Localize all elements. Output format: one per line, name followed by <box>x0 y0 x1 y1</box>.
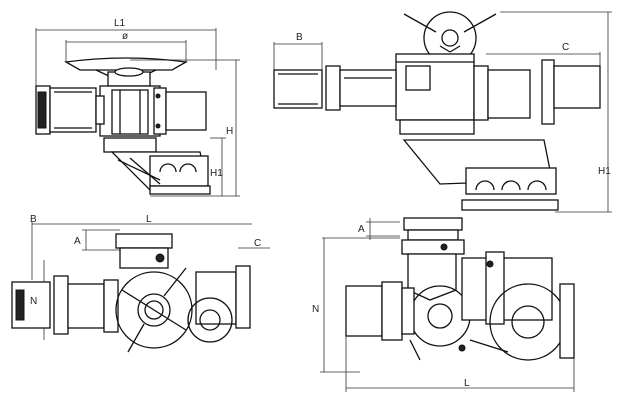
view-bottom-left: B L A C N <box>11 214 270 353</box>
view-bottom-right: A N L <box>312 217 575 392</box>
dim-label-b: B <box>30 214 37 225</box>
dim-label-n: N <box>312 304 319 315</box>
dim-label-diameter: ø <box>122 31 128 42</box>
dim-label-l1: L1 <box>114 18 126 29</box>
dim-label-c: C <box>562 42 569 53</box>
dim-label-l: L <box>464 378 470 389</box>
dim-label-n: N <box>30 296 37 307</box>
dim-label-a: A <box>74 236 81 247</box>
dim-label-h1: H1 <box>598 166 611 177</box>
dim-label-c: C <box>254 238 261 249</box>
dim-label-a: A <box>358 224 365 235</box>
view-top-right: B C H1 <box>273 11 612 213</box>
dim-label-l: L <box>146 214 152 225</box>
view-top-left: L1 ø H H1 <box>35 18 240 197</box>
dim-label-h1: H1 <box>210 168 223 179</box>
dim-label-b: B <box>296 32 303 43</box>
dim-label-h: H <box>226 126 233 137</box>
